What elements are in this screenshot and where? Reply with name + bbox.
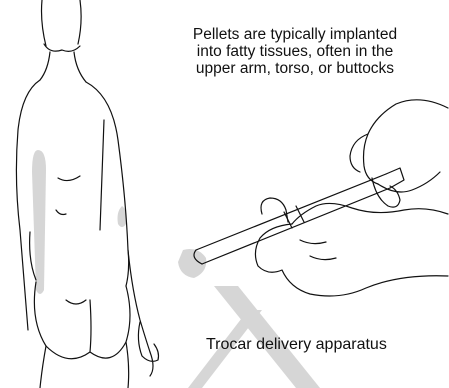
lower-hand-outline (292, 203, 448, 224)
implant-sites-line-3: upper arm, torso, or buttocks (150, 60, 440, 77)
practitioner-hands (255, 100, 448, 296)
patient-lower-back (56, 210, 66, 215)
patient-hair (44, 44, 80, 51)
implant-sites-line-2: into fatty tissues, often in the (150, 43, 440, 60)
lower-hand-knuckles (300, 240, 336, 260)
patient-spine (100, 120, 104, 230)
patient-head (42, 0, 82, 46)
arm-shadow (32, 150, 46, 294)
device-caption: Trocar delivery apparatus (206, 336, 387, 353)
patient-buttocks (34, 282, 130, 359)
implant-sites-line-1: Pellets are typically implanted (150, 26, 440, 43)
lower-hand-grip (255, 224, 448, 296)
trocar-plunger (386, 168, 404, 188)
patient-shoulder-blade (58, 176, 80, 181)
implant-sites-caption: Pellets are typically implanted into fat… (150, 26, 440, 77)
upper-hand-outline (364, 100, 449, 184)
patient-legs (40, 342, 129, 388)
patient-crease (66, 300, 91, 352)
trocar-barrel (196, 174, 390, 264)
patient-neck (40, 52, 86, 82)
upper-hand-thumb (372, 178, 400, 207)
